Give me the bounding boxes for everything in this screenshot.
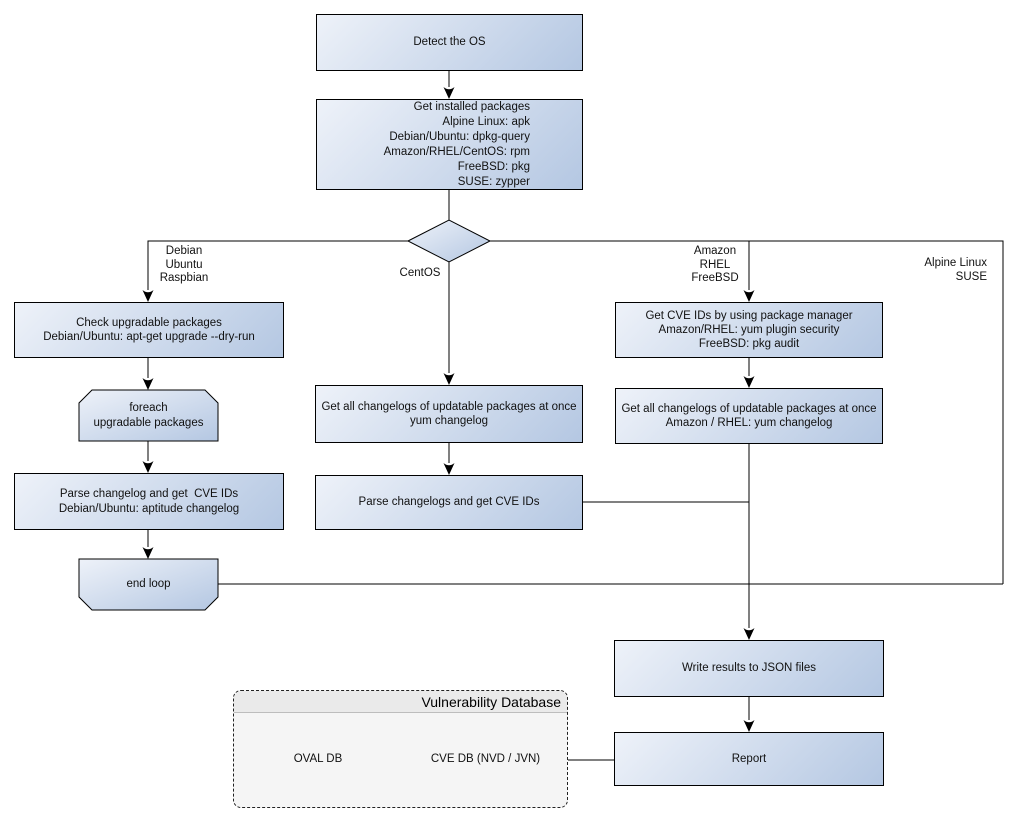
oval-db-label: OVAL DB [293, 753, 343, 765]
end-loop-shape [78, 558, 219, 611]
node-line: Amazon / RHEL: yum changelog [665, 417, 833, 429]
node-line: Check upgradable packages [76, 316, 222, 329]
arrowhead [443, 463, 455, 475]
edge-label-line: Raspbian [159, 272, 209, 284]
node-detect-os-label: Detect the OS [413, 36, 486, 49]
node-get-cve-ids-pkg-manager: Get CVE IDs by using package manager Ama… [615, 302, 883, 358]
node-line: FreeBSD: pkg audit [698, 338, 800, 350]
arrowhead [743, 720, 755, 732]
node-line: Get all changelogs of updatable packages… [321, 400, 577, 413]
cve-db-label: CVE DB (NVD / JVN) [430, 753, 541, 765]
edge-label-line: CentOS [399, 267, 441, 279]
node-line: SUSE: zypper [457, 175, 530, 188]
edge-decision-to-alpine [749, 240, 1004, 584]
edge-label-amazon-branch: Amazon RHEL FreeBSD [665, 245, 765, 286]
node-line: Get CVE IDs by using package manager [645, 310, 853, 322]
edge-decision-to-debian [147, 240, 408, 290]
arrowhead [142, 547, 154, 559]
arrowhead [443, 373, 455, 385]
vulnerability-database-title: Vulnerability Database [234, 691, 567, 713]
node-line: Get all changelogs of updatable packages… [621, 402, 877, 415]
edge-label-line: RHEL [699, 258, 731, 271]
node-line: Debian/Ubuntu: dpkg-query [389, 130, 530, 143]
arrowhead [142, 290, 154, 302]
node-foreach-loop: foreach upgradable packages [79, 390, 218, 441]
edge-label-line: Ubuntu [165, 258, 203, 271]
edge-label-line: Amazon [693, 245, 737, 257]
node-get-changelogs-centos: Get all changelogs of updatable packages… [315, 385, 583, 443]
vulnerability-database-container: Vulnerability Database [233, 690, 568, 808]
node-line: end loop [126, 578, 171, 591]
arrowhead [443, 87, 455, 99]
node-line: FreeBSD: pkg [457, 160, 530, 173]
edge-label-debian-branch: Debian Ubuntu Raspbian [134, 245, 234, 286]
node-parse-changelogs: Parse changelogs and get CVE IDs [315, 475, 583, 530]
arrowhead [142, 461, 154, 473]
node-detect-os: Detect the OS [316, 14, 583, 71]
node-line: foreach [129, 402, 168, 414]
edge-label-line: FreeBSD [691, 272, 739, 284]
edge-label-line: Debian [165, 245, 203, 257]
node-write-results: Write results to JSON files [614, 640, 884, 697]
os-decision-diamond [406, 219, 492, 263]
node-line: upgradable packages [93, 416, 204, 429]
node-line: Amazon/RHEL/CentOS: rpm [383, 145, 530, 158]
node-check-upgradable: Check upgradable packages Debian/Ubuntu:… [14, 302, 284, 358]
edge-label-line: Alpine Linux [924, 257, 987, 269]
arrowhead [743, 628, 755, 640]
node-parse-changelog-debian: Parse changelog and get CVE IDs Debian/U… [14, 473, 284, 530]
node-line: Debian/Ubuntu: apt-get upgrade --dry-run [43, 331, 255, 343]
edge-label-centos-branch: CentOS [375, 267, 465, 281]
edge-label-alpine-branch: Alpine Linux SUSE [867, 257, 987, 284]
node-report: Report [614, 732, 884, 786]
node-line: Report [731, 752, 767, 765]
foreach-loop-shape [78, 389, 219, 442]
node-line: Amazon/RHEL: yum plugin security [658, 324, 840, 336]
node-line: Debian/Ubuntu: aptitude changelog [58, 502, 240, 515]
node-line: Parse changelogs and get CVE IDs [358, 496, 540, 509]
node-line: Get installed packages [413, 100, 530, 113]
edge-label-line: SUSE [955, 270, 987, 283]
arrowhead [743, 290, 755, 302]
node-line: yum changelog [410, 415, 488, 427]
node-line: Parse changelog and get CVE IDs [59, 488, 239, 500]
node-line: Write results to JSON files [682, 662, 816, 675]
node-line: Alpine Linux: apk [442, 115, 530, 128]
node-end-loop: end loop [79, 559, 218, 610]
arrowhead [142, 378, 154, 390]
node-get-installed-packages: Get installed packages Alpine Linux: apk… [316, 99, 583, 190]
node-get-changelogs-amazon: Get all changelogs of updatable packages… [615, 388, 883, 444]
arrowhead [743, 376, 755, 388]
